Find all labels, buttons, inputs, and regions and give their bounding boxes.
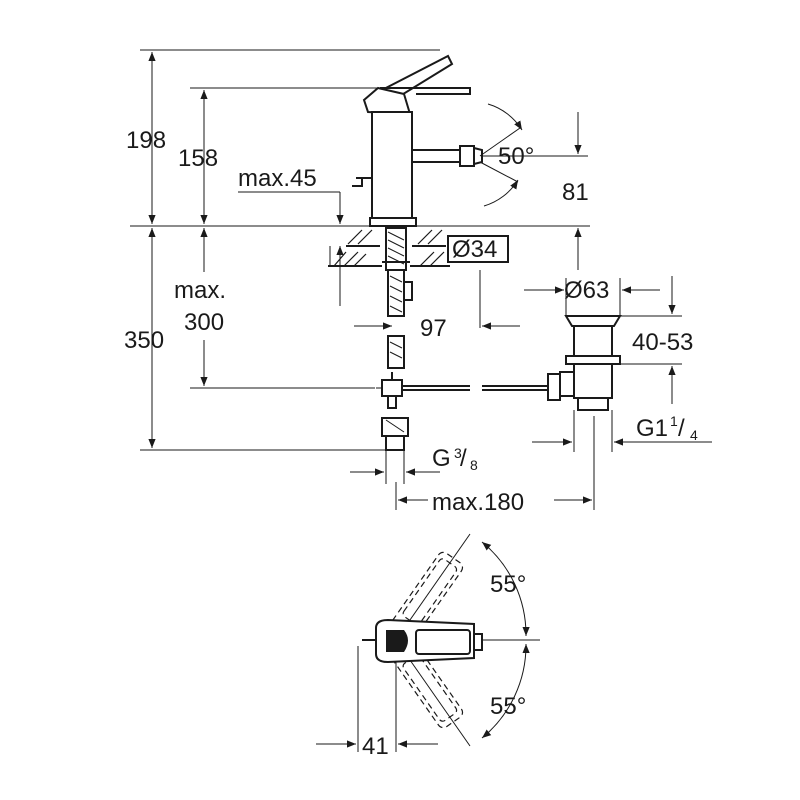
svg-text:/: /	[460, 445, 467, 472]
spout	[411, 149, 461, 163]
dim-4053-label: 40-53	[632, 329, 693, 356]
angle-50-ray-lower	[479, 161, 519, 183]
spout-outlet	[459, 145, 475, 167]
dim-34-box	[447, 235, 509, 263]
angle-55-arc-upper	[481, 541, 530, 637]
g114-label-main: G1	[636, 415, 668, 442]
dim-198-label: 198	[126, 127, 166, 154]
g114-label-den: 4	[690, 427, 698, 443]
dim-300-label: 300	[184, 309, 224, 336]
angle-55-lower-label: 55°	[490, 693, 526, 720]
angle-50-arc-upper	[487, 103, 523, 131]
g38-label-main: G	[432, 445, 451, 472]
angle-55-arc-lower	[481, 643, 530, 739]
svg-text:/: /	[678, 415, 685, 442]
dim-max-label: max.	[174, 277, 226, 304]
g38-label-den: 8	[470, 457, 478, 473]
mixer-body	[371, 111, 413, 219]
threaded-stud	[385, 227, 413, 317]
lever-top-tip	[473, 633, 483, 651]
dim-34-label: Ø34	[452, 236, 497, 263]
dim-97-label: 97	[420, 315, 447, 342]
hose-connector	[376, 372, 409, 451]
dim-350-label: 350	[124, 327, 164, 354]
popup-rod-knob	[352, 177, 372, 187]
g38-label-num: 3	[454, 445, 462, 461]
waste-tail	[577, 397, 609, 411]
lever-top-hub	[386, 630, 408, 652]
waste-flange	[565, 355, 621, 365]
top-view: 55° 55° 41	[316, 533, 540, 760]
lever-top-plate	[380, 87, 471, 95]
faucet-body	[352, 54, 483, 227]
waste-rod-nut	[547, 373, 561, 401]
dim-158-label: 158	[178, 145, 218, 172]
popup-waste	[547, 315, 622, 411]
angle-50-arc-lower	[483, 179, 519, 207]
g114-label-num: 1	[670, 413, 678, 429]
waste-rod-housing	[559, 371, 575, 397]
waste-cap	[564, 315, 622, 327]
mixer-base	[369, 217, 417, 227]
countertop-section	[328, 229, 450, 267]
lever-joint	[362, 86, 412, 116]
max180-label: max.180	[432, 489, 524, 516]
dim-max45-label: max.45	[238, 165, 317, 192]
dim-81-label: 81	[562, 179, 589, 206]
angle-50-ray-upper	[479, 127, 521, 157]
dim-41-label: 41	[362, 733, 389, 760]
side-view: 198 158 350 max. 300 max.45	[124, 49, 712, 516]
lever-top-window	[415, 629, 471, 655]
dim-63-label: Ø63	[564, 277, 609, 304]
angle-55-upper-label: 55°	[490, 571, 526, 598]
waste-neck	[573, 325, 613, 357]
waste-body	[573, 363, 613, 399]
flex-hose	[387, 335, 405, 369]
